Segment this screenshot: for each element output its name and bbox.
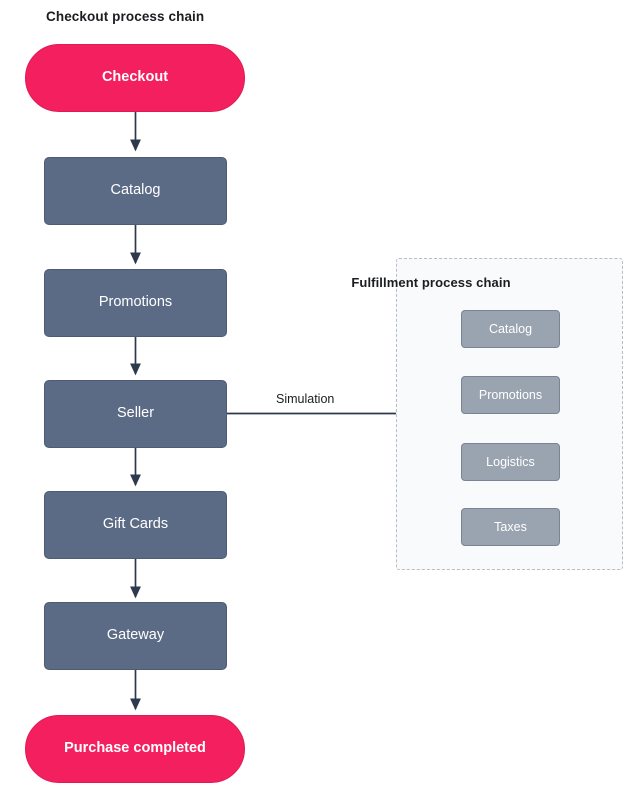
node-purchase-completed[interactable]: Purchase completed	[25, 715, 245, 783]
node-fulfillment-promotions[interactable]: Promotions	[461, 376, 560, 414]
node-seller[interactable]: Seller	[44, 380, 227, 448]
main-chain-title: Checkout process chain	[46, 9, 205, 24]
node-catalog[interactable]: Catalog	[44, 157, 227, 225]
node-fulfillment-taxes[interactable]: Taxes	[461, 508, 560, 546]
node-gateway[interactable]: Gateway	[44, 602, 227, 670]
edge-label-simulation: Simulation	[273, 392, 338, 406]
node-promotions[interactable]: Promotions	[44, 269, 227, 337]
node-fulfillment-logistics[interactable]: Logistics	[461, 443, 560, 481]
subgraph-title: Fulfillment process chain	[351, 275, 511, 290]
node-checkout[interactable]: Checkout	[25, 44, 245, 112]
node-fulfillment-catalog[interactable]: Catalog	[461, 310, 560, 348]
node-gift-cards[interactable]: Gift Cards	[44, 491, 227, 559]
subgraph-title-wrap: Fulfillment process chain	[0, 275, 638, 290]
